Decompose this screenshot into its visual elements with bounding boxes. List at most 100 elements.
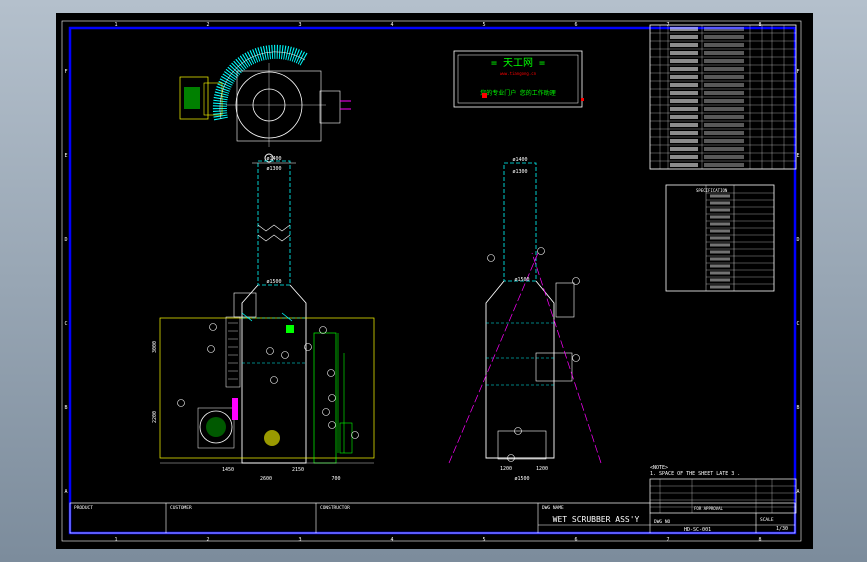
item-balloons <box>177 247 580 462</box>
bom-text-strip <box>670 43 698 47</box>
bom-text-strip <box>670 107 698 111</box>
border-letter-C: C <box>796 321 799 327</box>
bom-text-strip <box>704 139 744 143</box>
title-block: PRODUCT CUSTOMER CONSTRUCTOR DWG NAME WE… <box>69 502 796 534</box>
item-balloon[interactable] <box>351 431 359 439</box>
bom-text-strip <box>670 75 698 79</box>
dim-700: 700 <box>331 476 340 482</box>
dwg-name-label: DWG NAME <box>542 505 564 511</box>
spec-text-strip <box>710 271 730 275</box>
stack-inner-label: ø1300 <box>266 166 281 172</box>
item-balloon[interactable] <box>319 326 327 334</box>
stack-dia-label: ø1400 <box>266 156 281 162</box>
side-stack-inner: ø1300 <box>512 169 527 175</box>
border-letter-F: F <box>796 69 799 75</box>
item-balloon[interactable] <box>266 347 274 355</box>
bom-text-strip <box>670 115 698 119</box>
item-balloon[interactable] <box>537 247 545 255</box>
watermark-slogan: 您的专业门户 您的工作助理 <box>480 89 556 97</box>
drawing-frame <box>68 26 797 535</box>
bom-text-strip <box>704 163 744 167</box>
item-balloon[interactable] <box>328 421 336 429</box>
bom-text-strip <box>670 67 698 71</box>
bom-text-strip <box>704 107 744 111</box>
border-number-6: 6 <box>574 537 577 543</box>
spec-text-strip <box>710 264 730 268</box>
bom-text-strip <box>704 131 744 135</box>
spec-text-strip <box>710 229 730 233</box>
border-letter-E: E <box>796 153 799 159</box>
border-number-3: 3 <box>298 537 301 543</box>
item-balloon[interactable] <box>209 323 217 331</box>
bom-text-strip <box>704 35 744 39</box>
border-number-7: 7 <box>666 537 669 543</box>
border-letter-A: A <box>64 489 67 495</box>
spec-text-strip <box>710 243 730 247</box>
bom-text-strip <box>670 155 698 159</box>
border-letter-F: F <box>64 69 67 75</box>
bom-text-strip <box>704 99 744 103</box>
bom-text-strip <box>670 35 698 39</box>
border-number-1: 1 <box>114 22 117 28</box>
bom-text-strip <box>704 147 744 151</box>
side-base-dia: ø1500 <box>514 277 529 283</box>
spec-text-strip <box>710 278 730 282</box>
bom-text-strip <box>704 83 744 87</box>
border-number-8: 8 <box>758 537 761 543</box>
scale-value: 1/30 <box>776 526 788 532</box>
side-stack-dia: ø1400 <box>512 157 527 163</box>
spec-text-strip <box>710 250 730 254</box>
item-balloon[interactable] <box>487 254 495 262</box>
bom-text-strip <box>670 27 698 31</box>
base-dia-front: ø1500 <box>266 279 281 285</box>
bom-text-strip <box>704 59 744 63</box>
bom-text-strip <box>704 115 744 119</box>
side-base-total: ø1500 <box>514 476 529 482</box>
spec-text-strip <box>710 194 730 198</box>
bom-text-strip <box>704 91 744 95</box>
for-approval-label: FOR APPROVAL <box>694 506 723 511</box>
border-number-3: 3 <box>298 22 301 28</box>
dim-2600: 2600 <box>260 476 272 482</box>
item-balloon[interactable] <box>328 394 336 402</box>
item-balloon[interactable] <box>270 376 278 384</box>
border-number-4: 4 <box>390 537 393 543</box>
item-balloon[interactable] <box>281 351 289 359</box>
side-elevation: ø1400 ø1300 ø1500 1200 1200 ø1500 <box>448 157 602 482</box>
border-number-5: 5 <box>482 22 485 28</box>
watermark-box: = 天工网 = www.tiangong.cn 您的专业门户 您的工作助理 <box>453 50 584 108</box>
bom-text-strip <box>670 131 698 135</box>
border-letter-B: B <box>796 405 799 411</box>
item-balloon[interactable] <box>327 369 335 377</box>
item-balloon[interactable] <box>572 277 580 285</box>
border-letter-E: E <box>64 153 67 159</box>
spec-text-strip <box>710 201 730 205</box>
plan-view <box>179 44 351 163</box>
dwg-no-label: DWG NO <box>654 519 671 525</box>
item-balloon[interactable] <box>207 345 215 353</box>
bom-text-strip <box>670 147 698 151</box>
item-balloon[interactable] <box>514 427 522 435</box>
border-letter-B: B <box>64 405 67 411</box>
item-balloon[interactable] <box>322 408 330 416</box>
spec-text-strip <box>710 257 730 261</box>
bom-text-strip <box>704 43 744 47</box>
dwg-no: HD-SC-001 <box>684 527 711 533</box>
item-balloon[interactable] <box>572 354 580 362</box>
item-balloon[interactable] <box>177 399 185 407</box>
constructor-label: CONSTRUCTOR <box>320 505 350 511</box>
spec-text-strip <box>710 285 730 289</box>
dim-3000: 3000 <box>152 341 158 353</box>
scale-label: SCALE <box>760 517 774 523</box>
item-balloon[interactable] <box>304 343 312 351</box>
spec-text-strip <box>710 208 730 212</box>
bom-text-strip <box>704 123 744 127</box>
item-balloon[interactable] <box>507 454 515 462</box>
border-number-4: 4 <box>390 22 393 28</box>
outer-border <box>61 20 802 542</box>
border-number-1: 1 <box>114 537 117 543</box>
border-letter-D: D <box>64 237 67 243</box>
